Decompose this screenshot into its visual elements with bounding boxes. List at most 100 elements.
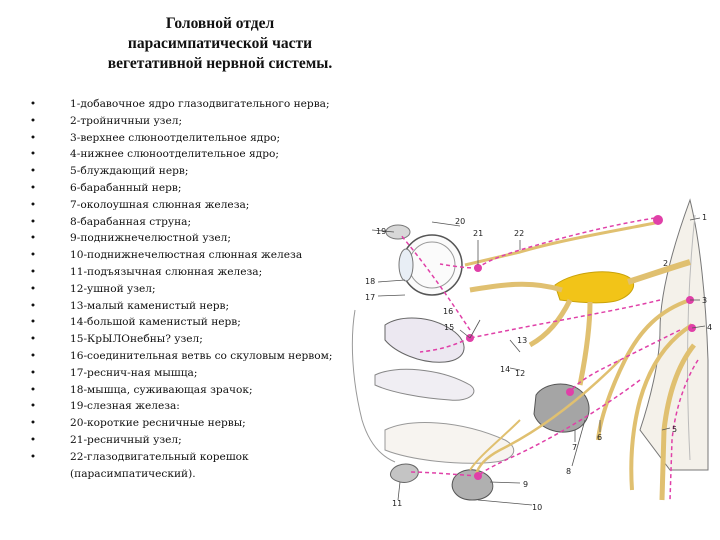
submandibular-gland	[451, 469, 494, 501]
parasympathetic-vagus-path	[669, 359, 699, 501]
legend-item-text: 20-короткие ресничные нервы;	[70, 417, 246, 430]
label-22: 22	[514, 229, 524, 238]
otic-ganglion	[566, 388, 574, 396]
bullet-icon: •	[29, 450, 37, 463]
label-3: 3	[702, 296, 707, 305]
trigeminal-branch-v2	[528, 298, 573, 348]
palate-outline	[351, 309, 396, 463]
legend-item: • 15-КрЫЛОнебны? узел;	[28, 331, 373, 348]
label-14: 14	[500, 365, 510, 374]
label-8: 8	[566, 467, 571, 476]
legend-item-text: 21-ресничный узел;	[70, 433, 182, 446]
label-21: 21	[473, 229, 483, 238]
label-16: 16	[443, 307, 453, 316]
nasal-concha-lower	[374, 368, 475, 401]
legend-item: • 9-поднижнечелюстной узел;	[28, 230, 373, 247]
label-13: 13	[517, 336, 527, 345]
accessory-oculomotor-nucleus	[653, 215, 663, 225]
legend-item-text: 16-соединительная ветвь со скуловым нерв…	[70, 349, 333, 362]
parasympathetic-sublingual-path	[409, 471, 479, 477]
label-5: 5	[672, 425, 677, 434]
label-1: 1	[702, 213, 707, 222]
parasympathetic-oculomotor-path	[477, 217, 656, 269]
nasal-concha-upper	[384, 317, 465, 363]
bullet-icon: •	[29, 349, 37, 362]
legend-item-text: 7-околоушная слюнная железа;	[70, 198, 250, 211]
bullet-icon: •	[29, 299, 37, 312]
trigeminal-branch-v3	[577, 301, 593, 386]
legend-item-text: 12-ушной узел;	[70, 282, 156, 295]
label-6: 6	[597, 433, 602, 442]
legend-item-text: 9-поднижнечелюстной узел;	[70, 232, 231, 245]
legend-item: • 13-малый каменистый нерв;	[28, 298, 373, 315]
label-18: 18	[365, 277, 375, 286]
vagus-nerve	[659, 343, 696, 501]
label-12: 12	[515, 369, 525, 378]
parasympathetic-greater-petrosal	[469, 299, 661, 339]
submandibular-ganglion	[474, 472, 482, 480]
legend-item-text: 6-барабанный нерв;	[70, 181, 182, 194]
legend-item-text: 3-верхнее слюноотделительное ядро;	[70, 131, 281, 144]
legend-item-text: 17-реснич-ная мышца;	[70, 366, 198, 379]
bullet-icon: •	[29, 400, 37, 413]
title-line-2: парасимпатической части	[127, 35, 313, 52]
brainstem-inner-line	[687, 214, 696, 461]
facial-nerve	[596, 298, 691, 441]
legend-item: • 17-реснич-ная мышца;	[28, 365, 373, 382]
tongue-outline	[384, 422, 515, 464]
legend-item: • 16-соединительная ветвь со скуловым нер…	[28, 348, 373, 365]
legend-item: • 3-верхнее слюноотделительное ядро;	[28, 130, 373, 147]
bullet-icon: •	[29, 98, 37, 110]
legend-item-text: 15-КрЫЛОнебны? узел;	[70, 333, 203, 346]
label-4: 4	[707, 323, 712, 332]
label-11: 11	[392, 499, 402, 508]
lacrimal-gland	[385, 224, 411, 240]
legend-item: •5-блуждающий нерв;	[28, 163, 373, 180]
lens	[398, 248, 414, 282]
bullet-icon: •	[29, 131, 37, 144]
legend-item-text: 14-большой каменистый нерв;	[70, 316, 241, 329]
leader-lines	[371, 217, 706, 506]
legend-item: •11-подъязычная слюнная железа;	[28, 264, 373, 281]
legend-item: • 18-мышца, суживающая зрачок;	[28, 382, 373, 399]
bullet-icon: •	[29, 232, 37, 245]
lingual-nerve-branch	[469, 419, 521, 471]
bullet-icon: •	[29, 249, 37, 262]
parasympathetic-palatine-path	[419, 337, 471, 353]
legend-item-text: 5-блуждающий нерв;	[70, 165, 189, 178]
legend-item-text: 19-слезная железа:	[70, 400, 180, 413]
bullet-icon: •	[29, 316, 37, 329]
trigeminal-branch-v1	[469, 281, 563, 293]
legend-item-text: 13-малый каменистый нерв;	[70, 299, 230, 312]
bullet-icon: •	[29, 265, 37, 278]
bullet-icon: •	[29, 383, 37, 396]
label-10: 10	[532, 503, 542, 512]
chorda-tympani	[474, 359, 621, 476]
trigeminal-root	[627, 259, 691, 285]
diagram-title: Головной отдел парасимпатической части в…	[70, 14, 370, 74]
glossopharyngeal-nerve	[629, 323, 694, 491]
legend-item-text: 4-нижнее слюноотделительное ядро;	[70, 148, 279, 161]
legend-item: •10-поднижнечелюстная слюнная железа	[28, 247, 373, 264]
title-line-3: вегетативной нервной системы.	[107, 55, 333, 72]
ciliary-ganglion	[474, 264, 482, 272]
legend-item: •7-околоушная слюнная железа;	[28, 197, 373, 214]
label-15: 15	[444, 323, 454, 332]
legend-item-text: 18-мышца, суживающая зрачок;	[70, 383, 253, 396]
legend-item: •8-барабанная струна;	[28, 214, 373, 231]
legend-item-text: 1-добавочное ядро глазодвигательного нер…	[70, 98, 330, 110]
title-line-1: Головной отдел	[165, 15, 275, 32]
trigeminal-ganglion	[554, 271, 635, 304]
bullet-icon: •	[29, 114, 37, 127]
bullet-icon: •	[29, 366, 37, 379]
legend-item: •6-барабанный нерв;	[28, 180, 373, 197]
legend-item: • 19-слезная железа:	[28, 398, 373, 415]
legend-item: •20-короткие ресничные нервы;	[28, 415, 373, 432]
legend-item: •21-ресничный узел;	[28, 432, 373, 449]
legend-item: • 14-большой каменистый нерв;	[28, 314, 373, 331]
bullet-icon: •	[29, 333, 37, 346]
legend-list: • 1-добавочное ядро глазодвигательного не…	[28, 96, 373, 482]
legend-item-text: 22-глазодвигательный корешок (парасимпат…	[70, 450, 249, 480]
bullet-icon: •	[29, 215, 37, 228]
label-9: 9	[523, 480, 528, 489]
